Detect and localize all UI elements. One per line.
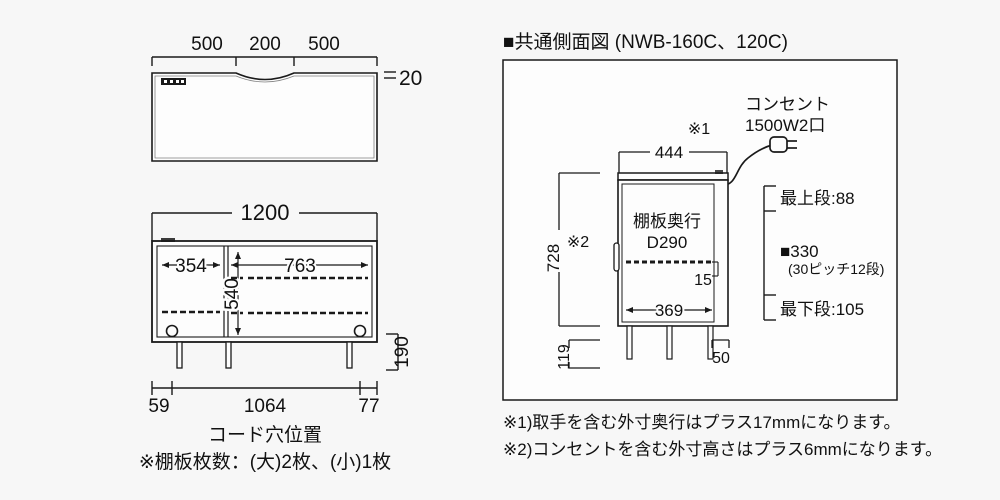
footnote-2: ※2)コンセントを含む外寸高さはプラス6mmになります。 (503, 440, 942, 459)
top-dim-500-left: 500 (191, 34, 223, 55)
front-dim-1200-bar (151, 212, 378, 241)
cord-hole-dim-1064: 1064 (244, 396, 287, 417)
side-view-drawing: コンセント 1500W2口 ※1 444 (544, 95, 884, 370)
power-plug-icon (769, 136, 797, 153)
leg-left (176, 341, 183, 369)
top-step-label: 最上段:88 (780, 189, 855, 208)
dim-15: 15 (694, 272, 712, 289)
side-cord-nub-icon (715, 170, 723, 174)
cord-hole-dim-bar (151, 381, 378, 395)
dim-15-bracket (712, 261, 719, 277)
outlet-label-line1: コンセント (745, 95, 830, 114)
dim-50-bar (711, 339, 730, 348)
dim-728: 728 (544, 244, 563, 272)
front-dim-354: 354 (175, 256, 207, 277)
shelf-depth-label-line1: 棚板奥行 (633, 212, 701, 231)
shelf-depth-label-line2: D290 (647, 233, 688, 252)
thickness-marker (384, 71, 396, 79)
top-board-outline (151, 72, 378, 162)
door-handle-icon (613, 242, 620, 272)
side-legs (626, 325, 714, 360)
cabinet-cord-nub-icon (161, 238, 175, 242)
front-dim-540-arrow (235, 252, 241, 335)
top-dim-bar (151, 56, 378, 66)
front-dim-540: 540 (222, 278, 243, 310)
cord-hole-dim-77: 77 (358, 396, 379, 417)
leg-center (225, 341, 232, 369)
top-board-inner-line (154, 75, 375, 159)
cabinet-legs (176, 341, 353, 369)
leg-right (346, 341, 353, 369)
right-panel-heading: ■共通側面図 (NWB-160C、120C) (503, 31, 788, 53)
dim-50: 50 (712, 350, 730, 367)
dim-444-bar (618, 151, 728, 175)
top-dim-500-right: 500 (308, 34, 340, 55)
depth-note-marker: ※1 (688, 121, 710, 138)
front-dim-190-bar (386, 333, 399, 371)
front-dim-1200: 1200 (241, 200, 290, 225)
dim-444: 444 (655, 143, 683, 162)
top-dim-200-center: 200 (249, 34, 281, 55)
dim-119-bar (568, 339, 600, 369)
outlet-label-line2: 1500W2口 (745, 116, 825, 135)
shelf-count-note: ※棚板枚数：(大)2枚、(小)1枚 (139, 451, 391, 473)
side-leg-right (707, 325, 714, 360)
front-dim-190: 190 (392, 336, 413, 368)
dim-369-arrow (626, 307, 712, 313)
thickness-label-20: 20 (399, 67, 422, 90)
height-note-marker: ※2 (567, 234, 589, 251)
right-panel: ■共通側面図 (NWB-160C、120C) コンセント 1500W2口 ※1 (502, 31, 942, 459)
top-view-drawing: 500 200 500 20 (151, 34, 422, 162)
cord-hole-dim-59: 59 (148, 396, 169, 417)
front-dim-763-arrow (231, 262, 368, 268)
side-top-board (617, 172, 729, 181)
dim-369: 369 (655, 301, 683, 320)
front-view-drawing: 1200 354 763 (139, 200, 413, 473)
dim-728-bar (558, 172, 600, 327)
cord-hole-icon (161, 78, 186, 85)
dim-119: 119 (556, 344, 573, 370)
side-leg-center (666, 325, 673, 360)
front-dim-354-arrow (162, 262, 220, 268)
cord-hole-right-icon (353, 324, 367, 338)
shelf-lines (162, 276, 368, 315)
front-dim-763: 763 (284, 256, 316, 277)
pitch-bracket (763, 185, 776, 321)
side-leg-left (626, 325, 633, 360)
cord-hole-left-icon (165, 324, 179, 338)
footnote-1: ※1)取手を含む外寸奥行はプラス17mmになります。 (503, 413, 901, 432)
side-door-inner-line (621, 183, 715, 323)
pitch-label: ■330 (780, 242, 819, 261)
cabinet-inner-frame (156, 245, 373, 338)
power-cord-line (721, 144, 773, 186)
pitch-sub-label: (30ピッチ12段) (788, 261, 884, 277)
bottom-step-label: 最下段:105 (780, 300, 864, 319)
cord-hole-caption: コード穴位置 (208, 424, 322, 446)
